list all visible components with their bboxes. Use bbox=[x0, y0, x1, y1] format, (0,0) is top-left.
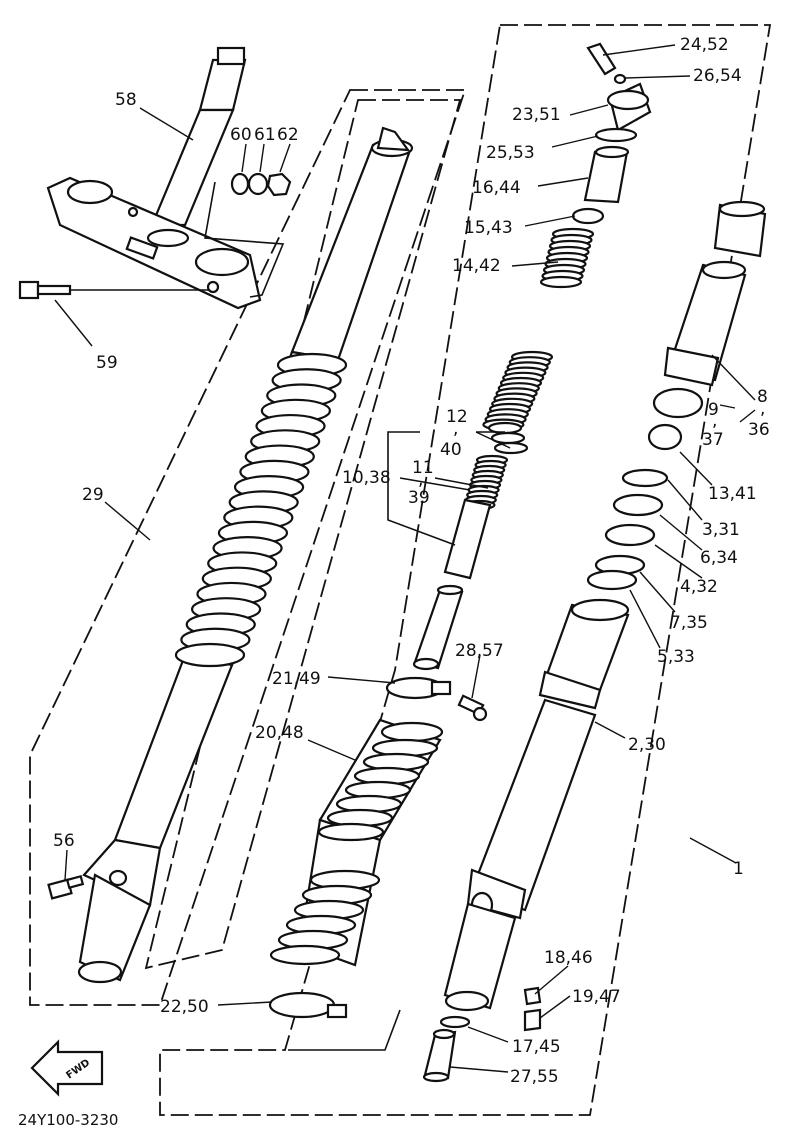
boot-group-bracket bbox=[288, 1009, 401, 1051]
label-9: 9 bbox=[708, 400, 719, 420]
damper-rod bbox=[387, 431, 492, 671]
label-56: 56 bbox=[53, 831, 75, 851]
washer-nut-set bbox=[204, 172, 292, 298]
label-60: 60 bbox=[230, 125, 252, 145]
label-1: 1 bbox=[733, 859, 744, 879]
label-15-43: 15,43 bbox=[464, 218, 513, 238]
label-12-separator: , bbox=[453, 419, 458, 439]
label-7-35: 7,35 bbox=[670, 613, 708, 633]
label-27-55: 27,55 bbox=[510, 1067, 559, 1087]
label-16-44: 16,44 bbox=[472, 178, 521, 198]
label-8-separator: , bbox=[760, 399, 765, 419]
boot-clamp-upper bbox=[385, 676, 452, 700]
label-58: 58 bbox=[115, 90, 137, 110]
label-23-51: 23,51 bbox=[512, 105, 561, 125]
label-22-50: 22,50 bbox=[160, 997, 209, 1017]
label-24-52: 24,52 bbox=[680, 35, 729, 55]
label-19-47: 19,47 bbox=[572, 987, 621, 1007]
label-3-31: 3,31 bbox=[702, 520, 740, 540]
clamp-screw bbox=[457, 694, 488, 722]
label-10-38: 10,38 bbox=[342, 468, 391, 488]
label-40: 40 bbox=[440, 440, 462, 460]
label-14-42: 14,42 bbox=[452, 256, 501, 276]
label-17-45: 17,45 bbox=[512, 1037, 561, 1057]
fork-assembly-outline bbox=[159, 24, 772, 1116]
label-25-53: 25,53 bbox=[486, 143, 535, 163]
label-62: 62 bbox=[277, 125, 299, 145]
drawing-code: 24Y100-3230 bbox=[18, 1111, 118, 1129]
bracket-bolt bbox=[18, 280, 210, 300]
left-bellows-boot bbox=[174, 352, 348, 668]
label-5-33: 5,33 bbox=[657, 647, 695, 667]
label-39: 39 bbox=[408, 488, 430, 508]
label-9-separator: , bbox=[712, 411, 717, 431]
label-61: 61 bbox=[254, 125, 276, 145]
label-26-54: 26,54 bbox=[693, 66, 742, 86]
label-11: 11 bbox=[412, 458, 434, 478]
label-28-57: 28,57 bbox=[455, 641, 504, 661]
leader-lines bbox=[54, 44, 756, 1073]
label-2-30: 2,30 bbox=[628, 735, 666, 755]
label-20-48: 20,48 bbox=[255, 723, 304, 743]
bottom-hardware bbox=[422, 986, 542, 1083]
label-36: 36 bbox=[748, 420, 770, 440]
label-37: 37 bbox=[702, 430, 724, 450]
label-59: 59 bbox=[96, 353, 118, 373]
under-bracket bbox=[46, 46, 262, 310]
fork-spring bbox=[463, 227, 595, 511]
lower-bellows-folds bbox=[269, 738, 439, 966]
label-21-49: 21,49 bbox=[272, 669, 321, 689]
lower-boot-fold bbox=[317, 822, 385, 842]
label-6-34: 6,34 bbox=[700, 548, 738, 568]
label-18-46: 18,46 bbox=[544, 948, 593, 968]
label-12: 12 bbox=[446, 407, 468, 427]
forward-arrow: FWD bbox=[30, 1039, 104, 1097]
label-4-32: 4,32 bbox=[680, 577, 718, 597]
bellows-fold bbox=[174, 642, 246, 668]
dust-boot-group-outline bbox=[29, 89, 467, 1006]
label-13-41: 13,41 bbox=[708, 484, 757, 504]
spring-coil bbox=[539, 275, 583, 289]
right-fork-leg bbox=[443, 200, 767, 1012]
label-29: 29 bbox=[82, 485, 104, 505]
lower-boot-fold bbox=[269, 944, 341, 966]
drain-bolt bbox=[47, 874, 85, 900]
spring-coil bbox=[493, 441, 529, 455]
cap-bolt-assembly bbox=[571, 42, 652, 225]
label-8: 8 bbox=[757, 387, 768, 407]
label-11-separator: , bbox=[418, 470, 423, 490]
boot-clamp-lower bbox=[268, 991, 348, 1019]
